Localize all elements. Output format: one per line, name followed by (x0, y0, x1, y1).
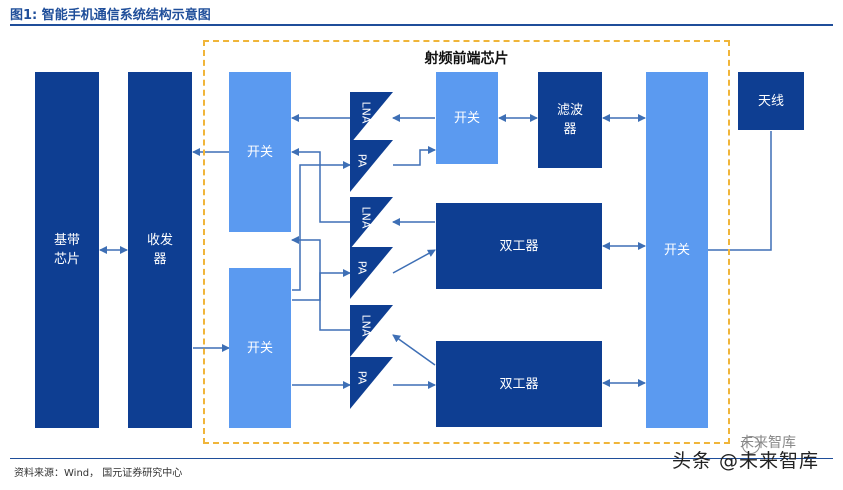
switch-bottom-left: 开关 (229, 268, 291, 428)
amp-shape-6 (350, 357, 393, 409)
amp-shape-4 (350, 247, 393, 299)
antenna: 天线 (738, 72, 804, 130)
pa1-output-line (393, 146, 436, 166)
amp-label-4: PA (355, 260, 369, 275)
switch-top: 开关 (436, 72, 498, 164)
rf-module-label: 射频前端芯片 (424, 51, 509, 67)
pa2-output-line (392, 249, 436, 274)
watermark-top: 未来智库 (740, 435, 796, 451)
lna3-input-line (392, 334, 436, 366)
filter: 滤波 器 (538, 72, 602, 168)
watermark: 头条 @未来智库 (672, 450, 820, 472)
amp-label-1: LNA (359, 101, 373, 124)
amp-shape-3 (350, 197, 393, 249)
transceiver: 收发 器 (128, 72, 192, 428)
lna2-output-line (291, 148, 350, 223)
amp-label-3: LNA (359, 206, 373, 229)
duplexer-1: 双工器 (436, 203, 602, 289)
duplexer-2: 双工器 (436, 341, 602, 427)
amp-label-2: PA (355, 153, 369, 168)
source-note: 资料来源：Wind， 国元证券研究中心 (14, 468, 183, 479)
lna3-output-line (291, 236, 350, 331)
switch-top-left: 开关 (229, 72, 291, 232)
amp-shape-2 (350, 140, 393, 192)
amp-label-6: PA (355, 370, 369, 385)
pa1-input-line (292, 161, 351, 291)
amp-label-5: LNA (359, 314, 373, 337)
footer-rule (10, 458, 833, 459)
rf-frontend-module: 射频前端芯片 (203, 40, 730, 444)
title-rule (10, 24, 833, 26)
figure-title: 图1: 智能手机通信系统结构示意图 (10, 8, 211, 23)
amp-shape-1 (350, 92, 393, 144)
amp-shape-5 (350, 305, 393, 357)
switch-right: 开关 (646, 72, 708, 428)
baseband-chip: 基带 芯片 (35, 72, 99, 428)
wechat-icon (742, 436, 760, 454)
